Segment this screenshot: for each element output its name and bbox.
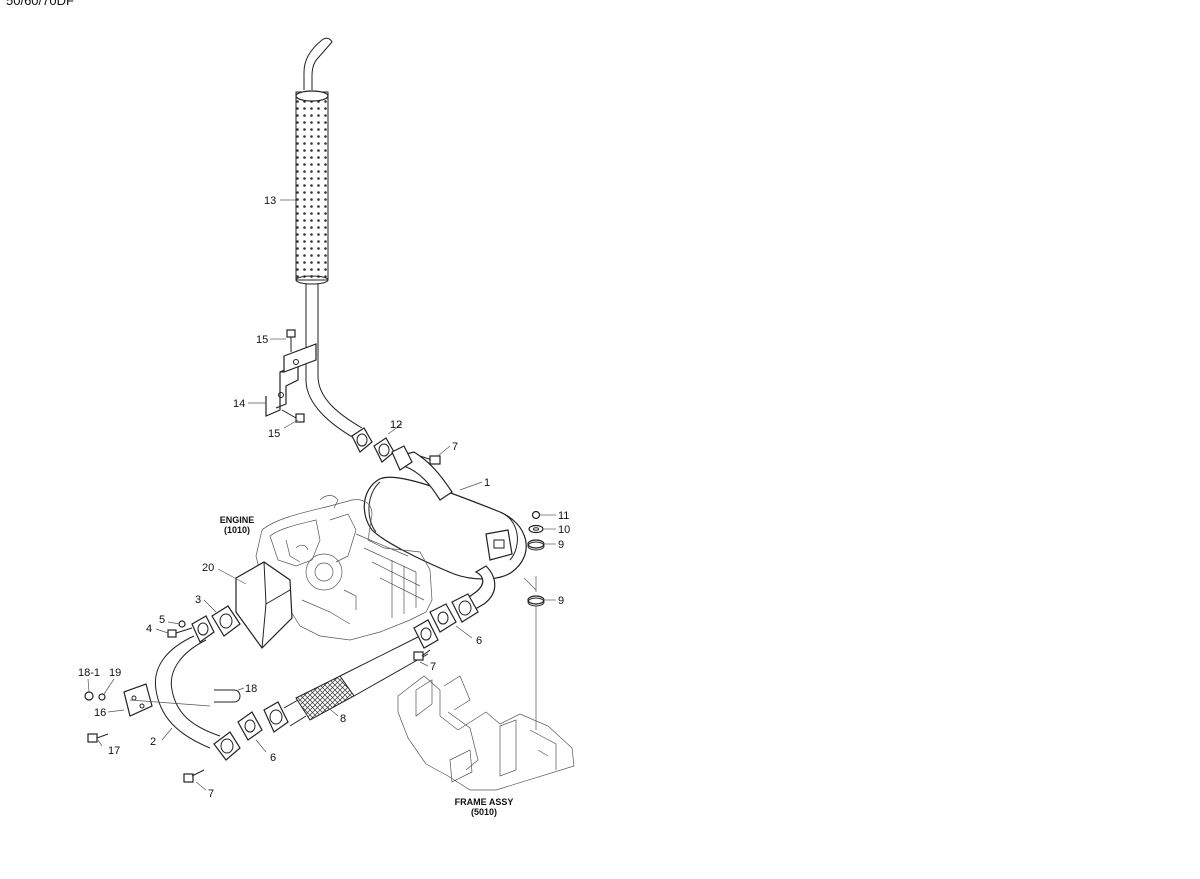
bolt-4: [167, 627, 193, 638]
bolt-7-bottom: [183, 769, 205, 783]
tailpipe-flange: [351, 427, 373, 453]
callout-8: 8: [340, 713, 346, 725]
callout-6-lower: 6: [270, 752, 276, 764]
callout-17: 17: [108, 745, 120, 757]
callout-14: 14: [233, 398, 245, 410]
callout-7-mid: 7: [430, 661, 436, 673]
callout-16: 16: [94, 707, 106, 719]
frame-ref-code: (5010): [471, 807, 497, 817]
pipe-bracket-part: [265, 343, 317, 417]
callout-19: 19: [109, 667, 121, 679]
gasket-3: [211, 605, 241, 637]
leader-lines: [87, 199, 556, 791]
bolt-15-upper: [286, 329, 296, 352]
exhaust-pipe-2-part: [154, 615, 241, 761]
flex-pipe-part: [263, 619, 439, 733]
bolt-15-lower: [281, 409, 305, 423]
callout-4: 4: [146, 623, 152, 635]
muffler-part: [363, 445, 527, 613]
model-code-label: 50/60/70DF: [6, 0, 74, 8]
callout-7-top: 7: [452, 441, 458, 453]
callout-9-lower: 9: [558, 595, 564, 607]
bolt-7-mid: [413, 649, 431, 661]
callout-11: 11: [558, 510, 569, 522]
callout-6-upper: 6: [476, 635, 482, 647]
tail-pipe-part: [295, 37, 363, 439]
callout-20: 20: [202, 562, 214, 574]
frame-ref-name: FRAME ASSY: [455, 797, 514, 807]
callout-1: 1: [484, 477, 490, 489]
callout-3: 3: [195, 594, 201, 606]
washer-10: [528, 524, 544, 534]
bracket-16: [123, 683, 153, 717]
heat-shield-part: [235, 561, 293, 649]
callout-12: 12: [390, 419, 402, 431]
engine-outline: [255, 495, 433, 641]
gasket-6-upper: [429, 603, 457, 633]
engine-ref-code: (1010): [224, 525, 250, 535]
callout-18-1: 18-1: [78, 667, 100, 679]
gasket-12: [373, 437, 395, 463]
callout-9-upper: 9: [558, 539, 564, 551]
mount-leader: [523, 576, 537, 730]
engine-ref-name: ENGINE: [220, 515, 255, 525]
washer-19: [98, 693, 106, 701]
bolt-17: [87, 733, 109, 743]
callout-2: 2: [150, 736, 156, 748]
callout-15-lower: 15: [268, 428, 280, 440]
nut-18-1: [84, 691, 94, 701]
bolt-7-top: [419, 455, 441, 465]
callout-10: 10: [558, 524, 570, 536]
callout-5: 5: [159, 614, 165, 626]
callout-13: 13: [264, 195, 276, 207]
callout-15-upper: 15: [256, 334, 268, 346]
muffler-outlet-flange: [451, 593, 479, 623]
nut-11: [531, 510, 541, 520]
frame-assy-outline: [397, 675, 575, 791]
gasket-6-lower: [237, 711, 263, 741]
callout-18: 18: [245, 683, 257, 695]
mount-rubber-9-upper: [527, 539, 545, 551]
mount-rubber-9-lower: [527, 595, 545, 607]
callout-7-bottom: 7: [208, 788, 214, 800]
u-bolt-18: [129, 689, 241, 707]
